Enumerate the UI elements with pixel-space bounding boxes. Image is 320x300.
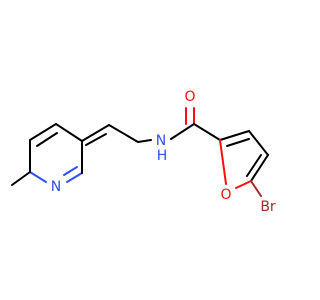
bond-o-f1 — [219, 139, 227, 185]
bond-f2-f3 — [248, 130, 269, 156]
amide-nitrogen-label: N — [156, 133, 166, 149]
furan-oxygen-label: O — [220, 187, 231, 203]
bond-c6-n — [29, 171, 47, 183]
bond-c6-methyl — [11, 171, 31, 186]
furan-ring — [219, 130, 269, 197]
bond-f3-f4 — [250, 154, 269, 182]
bond-c3-c4 — [55, 123, 83, 142]
amide-hydrogen-label: H — [157, 148, 168, 164]
amide-linker — [137, 107, 221, 143]
molecule-structure: N N H O O Br — [11, 89, 276, 215]
carbonyl-oxygen-label: O — [184, 89, 195, 105]
bond-c2-c3-inner — [85, 133, 107, 146]
pyridine-ring — [11, 123, 139, 186]
bond-f1-f2-inner — [226, 138, 250, 147]
bond-carbonyl-furan — [193, 123, 221, 141]
bond-c4-c5 — [29, 123, 57, 141]
pyridine-nitrogen-label: N — [51, 179, 61, 195]
bond-c1-nh — [137, 139, 152, 143]
bromine-label: Br — [260, 199, 276, 215]
bond-c4-c5-inner — [36, 132, 58, 147]
bond-c1-c2 — [108, 124, 139, 143]
bond-n-c7-inner — [63, 166, 78, 176]
bond-f3-f4-inner — [246, 154, 262, 177]
bond-f4-o — [235, 180, 252, 189]
bond-f1-f2 — [219, 130, 250, 141]
bond-nh-carbonyl — [170, 123, 195, 140]
bond-c2-c3 — [81, 124, 110, 142]
bond-n-c7 — [66, 172, 83, 183]
bond-f4-br — [250, 180, 262, 197]
